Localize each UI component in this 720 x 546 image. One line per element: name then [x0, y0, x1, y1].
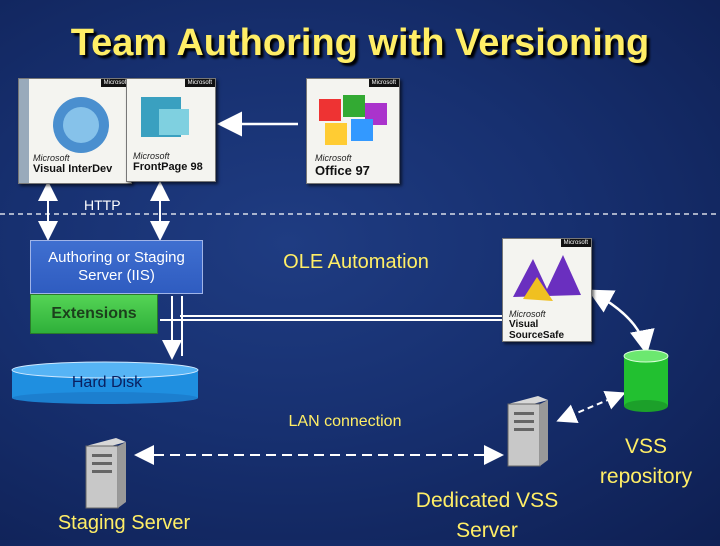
- hard-disk-label: Hard Disk: [71, 374, 143, 391]
- vss-repository-label: VSS repository: [599, 435, 693, 488]
- staging-server-tower: [85, 438, 126, 509]
- vss-repository-cylinder: [623, 349, 669, 412]
- ole-automation-label: OLE Automation: [283, 251, 429, 273]
- vss-repo-arrow: [556, 390, 626, 424]
- frontpage-98-box: Microsoft Microsoft FrontPage 98: [126, 78, 216, 182]
- vss-server-tower: [507, 396, 548, 467]
- staging-server-label: Staging Server: [57, 512, 191, 534]
- visual-interdev-box: Microsoft Microsoft Visual InterDev: [18, 78, 132, 184]
- visual-sourcesafe-box: Microsoft Microsoft Visual SourceSafe: [502, 238, 592, 342]
- office-97-box: Microsoft Microsoft Office 97: [306, 78, 400, 184]
- dedicated-vss-server-label: Dedicated VSS Server: [415, 489, 559, 542]
- authoring-server-box: Authoring or Staging Server (IIS): [30, 240, 203, 294]
- http-label: HTTP: [84, 197, 121, 213]
- repo-arrow: [587, 289, 655, 355]
- hard-disk-cylinder: [11, 361, 199, 404]
- slide-title: Team Authoring with Versioning: [70, 22, 650, 64]
- lan-connection-label: LAN connection: [288, 413, 402, 430]
- extensions-box: Extensions: [30, 294, 158, 334]
